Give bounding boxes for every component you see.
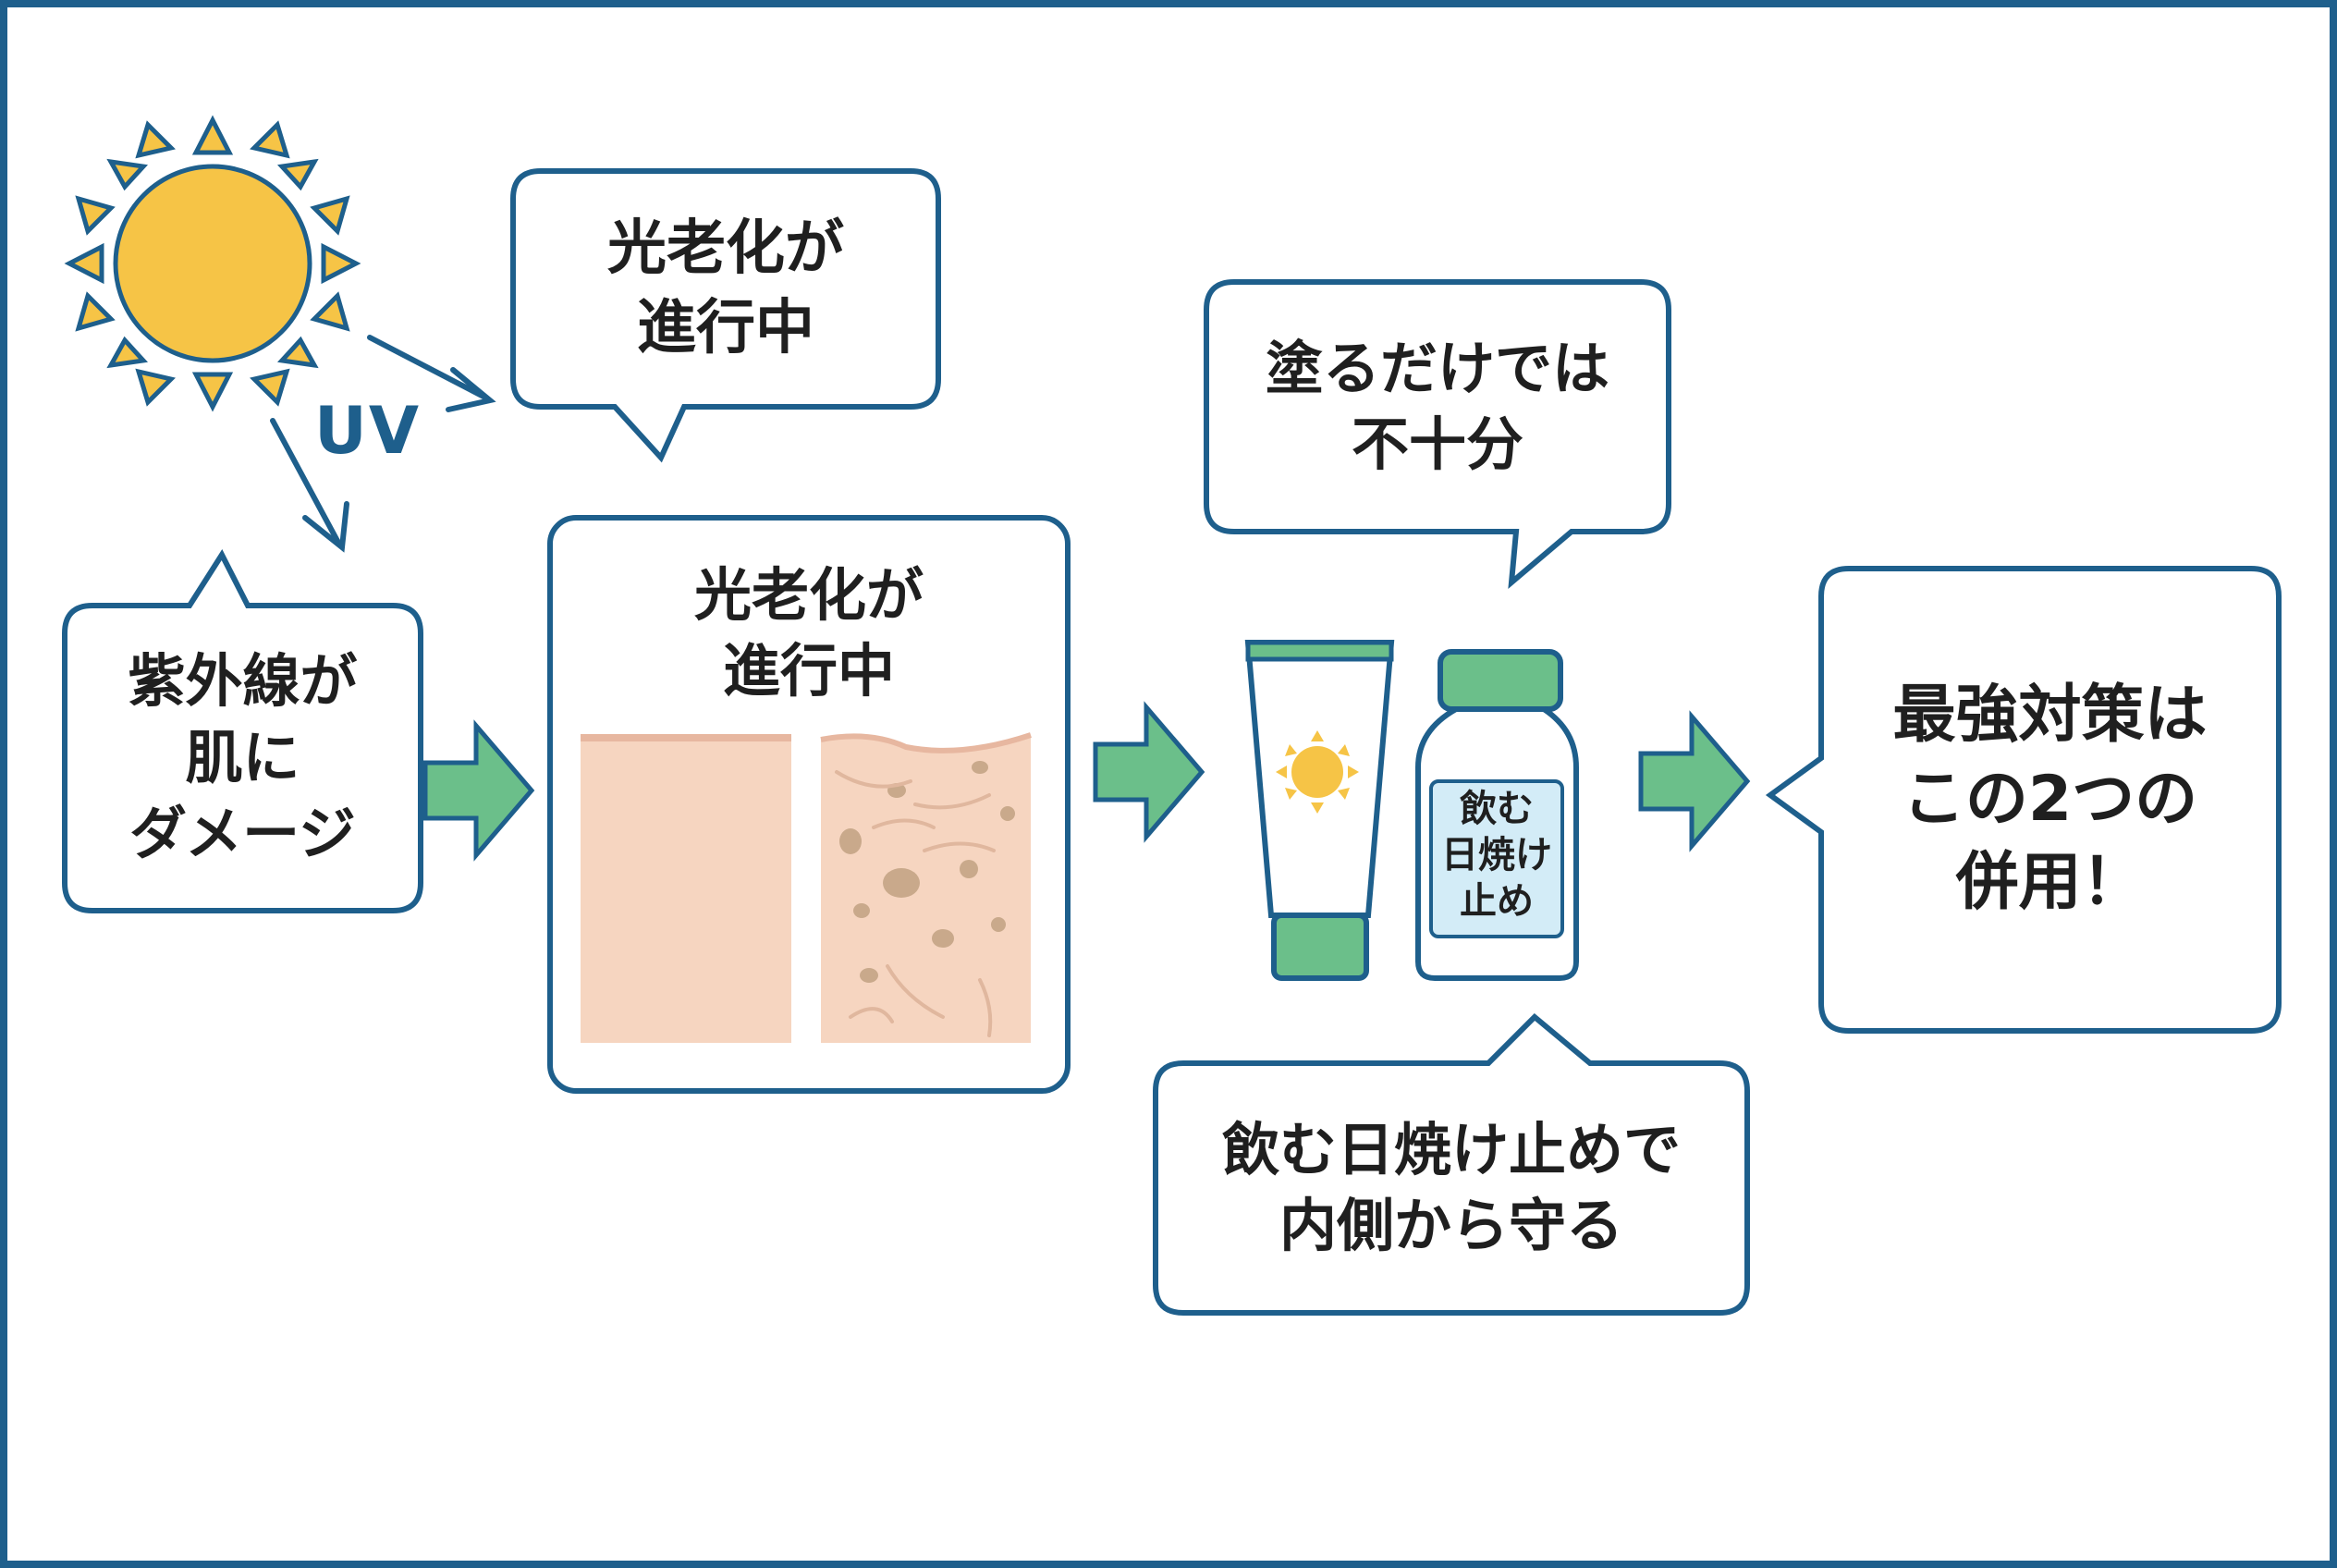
arrow-green-3 xyxy=(1638,710,1751,852)
arrow-green-2 xyxy=(1093,701,1205,843)
callout-best-shape xyxy=(1765,566,2282,1034)
arrow-green-1 xyxy=(422,719,535,862)
bottle-label: 飲む 日焼け 止め xyxy=(1441,788,1552,923)
callout-uv-damage-text: 紫外線が 肌に ダメージ xyxy=(128,647,358,868)
callout-best-text: 最強対策は この2つの 併用！ xyxy=(1892,679,2208,920)
callout-photoaging-shape xyxy=(510,168,941,463)
sunscreen-tube-icon xyxy=(1244,640,1395,981)
callout-uv-damage-shape xyxy=(62,548,423,913)
skin-healthy xyxy=(581,734,791,1043)
callout-photoaging-text: 光老化が 進行中 xyxy=(607,214,844,362)
sun-icon xyxy=(64,115,361,412)
skin-aged xyxy=(820,732,1032,1043)
callout-inside-shape xyxy=(1153,1012,1750,1316)
callout-not-enough-text: 塗るだけでは 不十分 xyxy=(1265,334,1609,478)
callout-inside-text: 飲む日焼け止めで 内側から守る xyxy=(1221,1115,1681,1259)
uv-arrows xyxy=(270,335,496,553)
supplement-bottle-icon xyxy=(1415,649,1579,981)
panel-skin-title: 光老化が 進行中 xyxy=(693,560,924,704)
uv-label: UV xyxy=(314,393,422,469)
callout-not-enough-shape xyxy=(1204,279,1671,590)
